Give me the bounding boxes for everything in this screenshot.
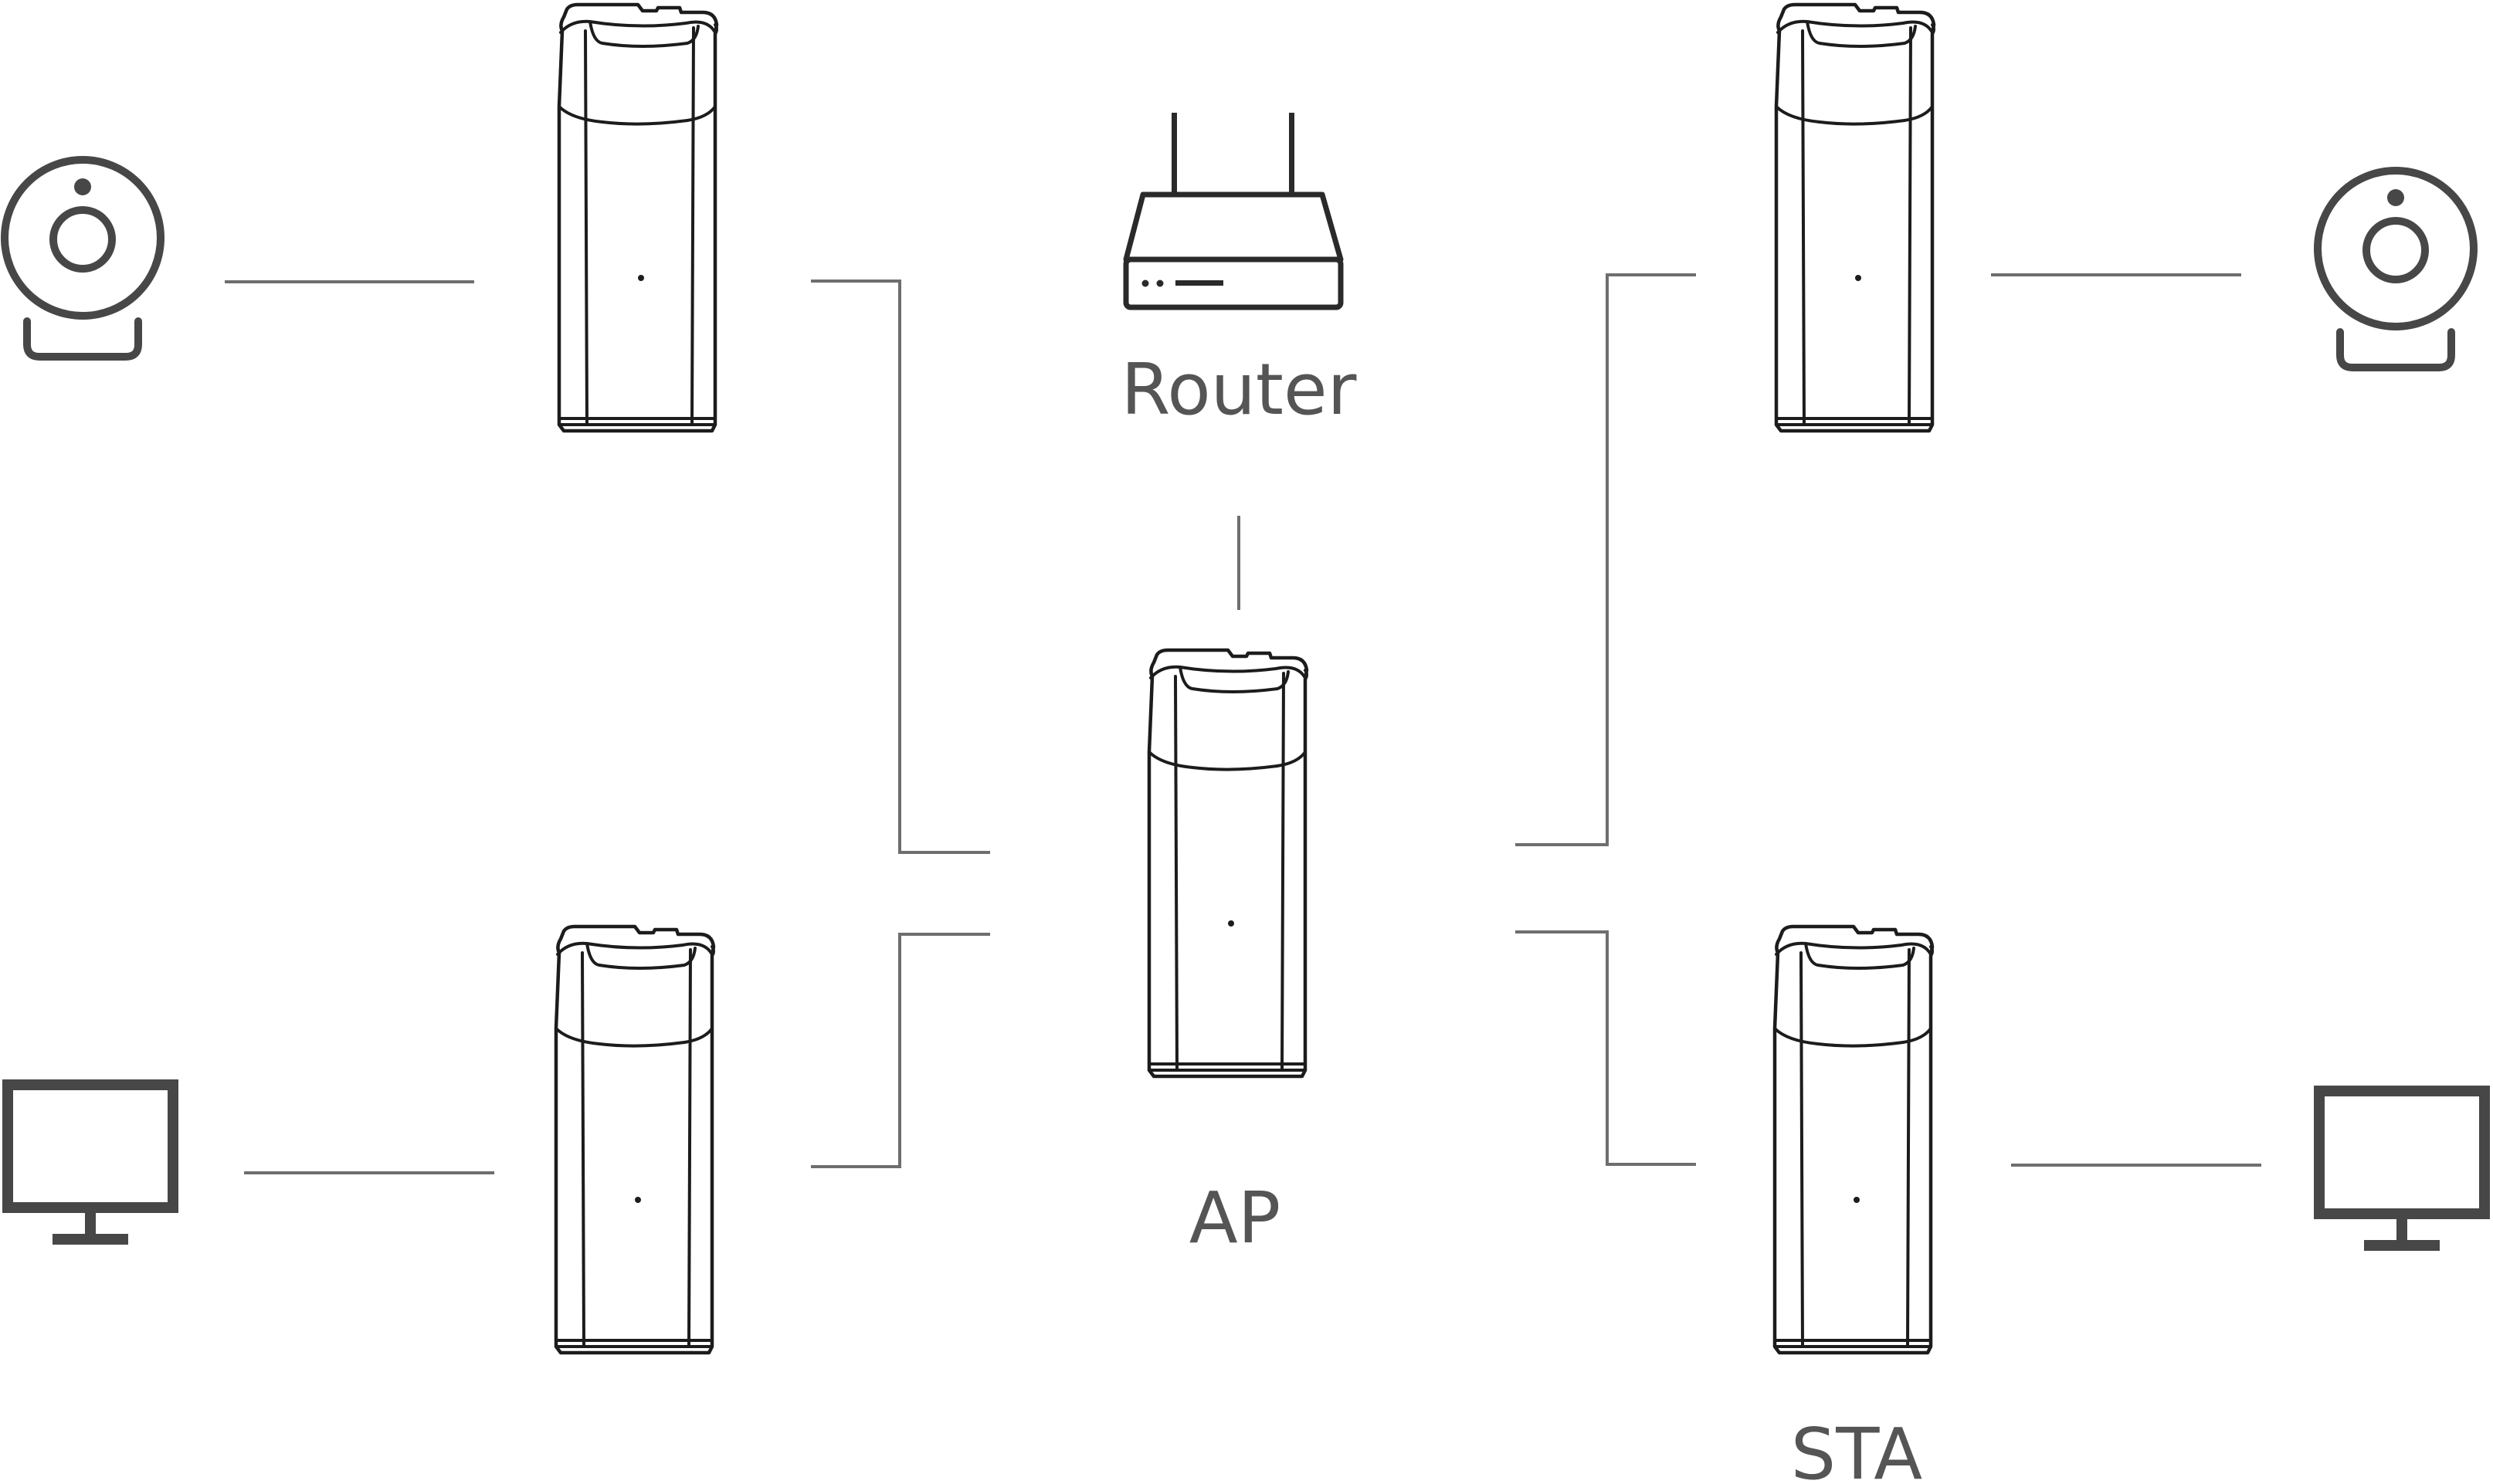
sta-tower-bottom-left-icon — [556, 927, 714, 1353]
sta-tower-top-right-icon — [1776, 5, 1934, 431]
edge-sta-bottom-left-ap — [811, 933, 990, 1168]
ap-label: AP — [1189, 1177, 1280, 1259]
router-icon — [1123, 113, 1344, 310]
edge-ap-sta-top-right — [1515, 273, 1696, 846]
sta-tower-top-left-icon — [559, 5, 717, 431]
sta-tower-bottom-right-icon — [1775, 927, 1932, 1353]
router-label: Router — [1121, 348, 1357, 431]
sta-label: STA — [1791, 1413, 1922, 1484]
edge-sta-top-left-ap — [811, 280, 990, 854]
webcam-left-icon — [5, 160, 161, 357]
monitor-right-icon — [2319, 1091, 2485, 1251]
monitor-left-icon — [8, 1085, 173, 1245]
ap-tower-icon — [1149, 650, 1307, 1076]
edge-ap-sta-bottom-right — [1515, 930, 1696, 1166]
webcam-right-icon — [2318, 171, 2474, 368]
connections — [225, 273, 2261, 1174]
